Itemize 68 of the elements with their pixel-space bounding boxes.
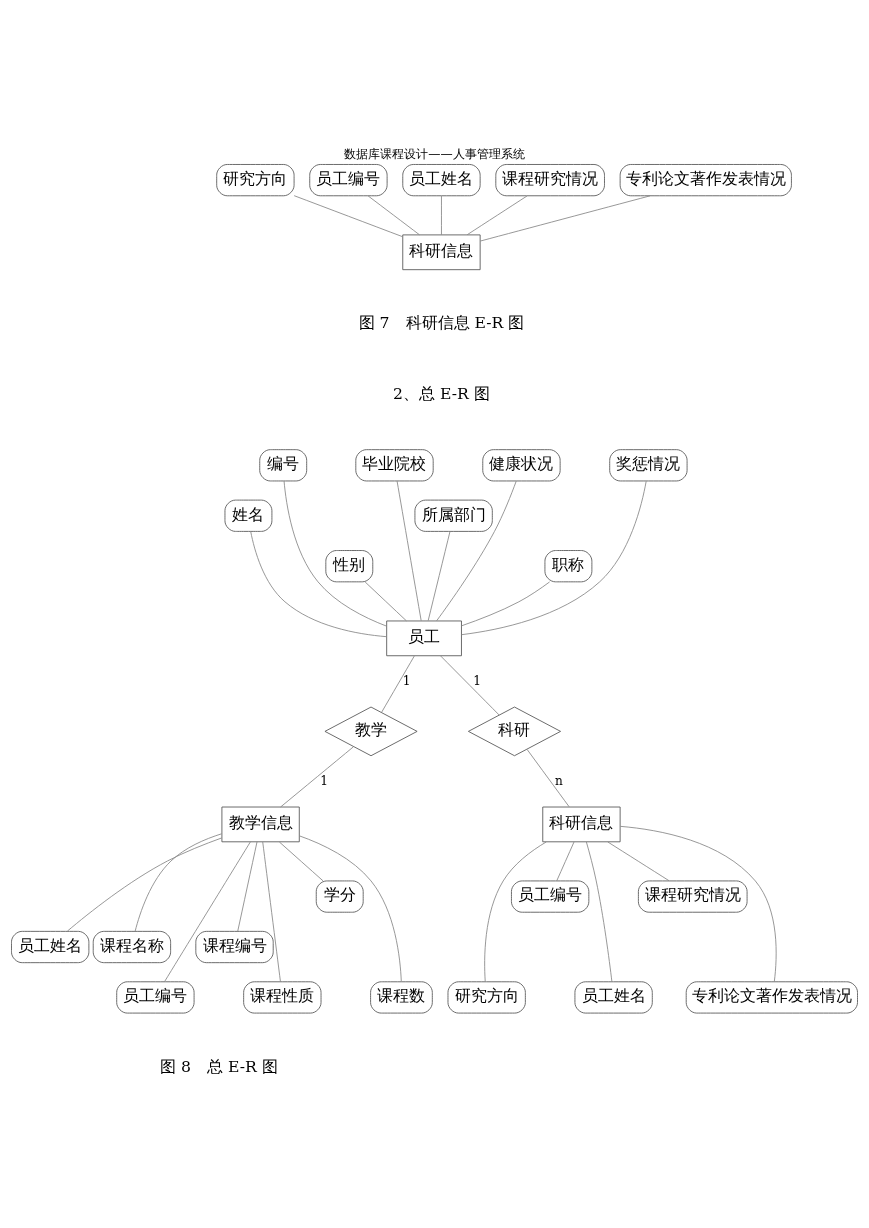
- connector: [461, 480, 647, 636]
- connector: [66, 837, 223, 932]
- connector: [466, 195, 528, 236]
- node-box: 员工编号: [116, 981, 195, 1014]
- edge-label: 1: [402, 673, 411, 688]
- node-box: 研究方向: [216, 164, 295, 197]
- node-box: 编号: [259, 449, 308, 482]
- connector: [278, 841, 324, 882]
- label: 图 8 总 E-R 图: [160, 1056, 278, 1076]
- node-box: 毕业院校: [355, 449, 434, 482]
- node-box: 科研信息: [402, 234, 481, 271]
- node-box: 专利论文著作发表情况: [619, 164, 792, 197]
- node-box: 员工姓名: [402, 164, 481, 197]
- connector: [607, 841, 670, 882]
- connector: [427, 531, 451, 622]
- connector: [262, 841, 281, 983]
- node-box: 员工姓名: [11, 930, 90, 964]
- connector: [619, 825, 777, 982]
- connector: [293, 195, 404, 238]
- node-box: 员工编号: [511, 880, 590, 913]
- node-box: 所属部门: [414, 499, 493, 532]
- connector: [283, 480, 387, 627]
- connector: [367, 195, 420, 236]
- node-box: 健康状况: [482, 449, 561, 482]
- node-box: 课程编号: [195, 930, 274, 964]
- node-box: 学分: [315, 880, 364, 913]
- edge-label: n: [554, 773, 563, 788]
- connector: [280, 746, 354, 808]
- connector: [526, 749, 570, 808]
- node-box: 课程数: [370, 981, 433, 1014]
- node-box: 性别: [325, 550, 374, 583]
- node-box: 员工姓名: [574, 981, 653, 1014]
- label: 2、总 E-R 图: [393, 383, 490, 403]
- connector: [440, 655, 500, 716]
- node-box: 科研信息: [542, 806, 621, 843]
- node-box: 课程名称: [92, 930, 172, 964]
- node-box: 研究方向: [447, 981, 526, 1014]
- node-box: 员工: [386, 620, 462, 657]
- node-box: 课程研究情况: [495, 164, 605, 197]
- node-box: 教学信息: [221, 806, 300, 843]
- connector: [396, 480, 422, 622]
- connector: [237, 841, 258, 932]
- diagram-title: 数据库课程设计——人事管理系统: [344, 146, 525, 161]
- edge-label: 1: [473, 673, 481, 688]
- node-box: 职称: [544, 550, 593, 583]
- connector: [436, 480, 517, 622]
- node-box: 姓名: [224, 499, 273, 532]
- connector: [381, 655, 415, 713]
- node-box: 课程性质: [243, 981, 322, 1014]
- connector: [484, 841, 547, 982]
- node-diamond: 教学: [324, 706, 418, 757]
- connector: [164, 841, 251, 982]
- node-box: 员工编号: [309, 164, 388, 197]
- connector: [250, 531, 387, 638]
- connector: [134, 833, 223, 932]
- connector: [364, 581, 407, 622]
- connector: [298, 835, 402, 983]
- edge-label: 1: [320, 773, 328, 788]
- node-diamond: 科研: [467, 706, 561, 757]
- node-box: 专利论文著作发表情况: [685, 981, 858, 1014]
- node-box: 课程研究情况: [637, 880, 748, 913]
- node-box: 奖惩情况: [609, 449, 688, 482]
- connector: [461, 581, 551, 627]
- connector: [556, 841, 575, 882]
- connector: [441, 195, 442, 236]
- label: 图 7 科研信息 E-R 图: [358, 313, 525, 333]
- connector: [480, 195, 651, 242]
- connector: [585, 841, 613, 982]
